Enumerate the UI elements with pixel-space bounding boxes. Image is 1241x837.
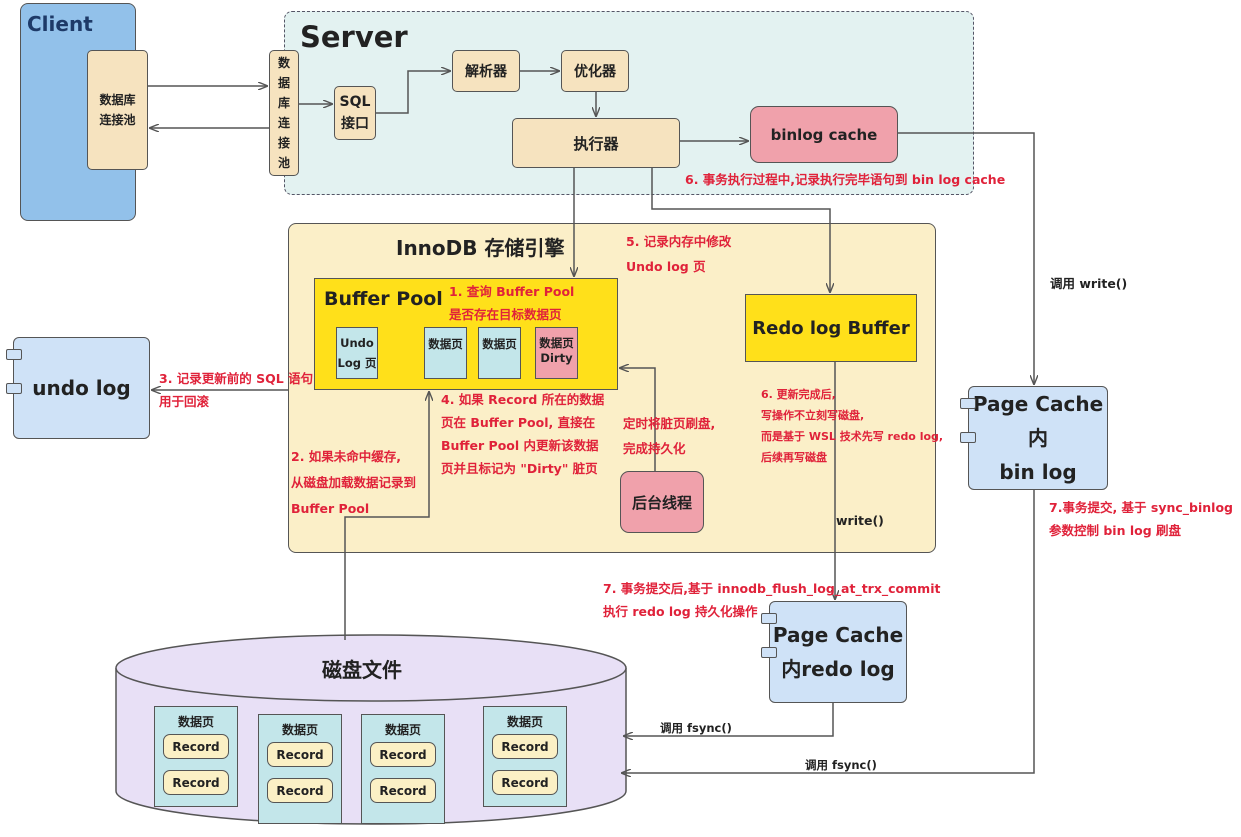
parser: 解析器 [452,50,520,92]
undo-log-tab-2 [6,383,22,394]
page-cache-binlog: Page Cache 内 bin log [968,386,1108,490]
undo-log-label: undo log [32,376,131,400]
record: Record [267,778,333,803]
disk-page-1: 数据页 Record Record [154,706,238,807]
binlog-cache: binlog cache [750,106,898,163]
annotation-step-2: 2. 如果未命中缓存, 从磁盘加载数据记录到 Buffer Pool [291,449,417,516]
client-connection-pool: 数据库 连接池 [87,50,148,170]
annotation-step-5: 5. 记录内存中修改 Undo log 页 [626,234,732,274]
sql-interface: SQL 接口 [334,86,376,140]
record: Record [267,742,333,767]
label-call-write-2: write() [836,513,884,528]
client-title: Client [27,12,93,36]
page-cache-binlog-tab-1 [960,398,976,409]
page-cache-redolog-tab-2 [761,647,777,658]
annotation-step-3: 3. 记录更新前的 SQL 语句 用于回滚 [159,371,314,409]
undo-log: undo log [13,337,150,439]
disk-page-4: 数据页 Record Record [483,706,567,807]
record: Record [163,770,229,795]
server-connection-pool: 数 据 库 连 接 池 [269,50,299,176]
buffer-pool-title: Buffer Pool [324,288,443,310]
annotation-step-1: 1. 查询 Buffer Pool 是否存在目标数据页 [449,284,575,322]
record: Record [492,770,558,795]
page-cache-binlog-tab-2 [960,432,976,443]
label-call-fsync-2: 调用 fsync() [805,758,877,772]
server-title: Server [300,20,408,54]
executor: 执行器 [512,118,680,168]
disk-page-2: 数据页 Record Record [258,714,342,824]
record: Record [163,734,229,759]
annotation-step-7a: 7. 事务提交后,基于 innodb_flush_log_at_trx_comm… [603,581,941,619]
annotation-step-6b: 6. 更新完成后, 写操作不立刻写磁盘, 而是基于 WSL 技术先写 redo … [761,388,944,464]
disk-page-title: 数据页 [177,715,214,729]
disk-page-title: 数据页 [281,723,318,737]
disk-title: 磁盘文件 [322,658,402,682]
label-call-fsync-1: 调用 fsync() [660,721,732,735]
record: Record [370,742,436,767]
buffer-dirty-page: 数据页 Dirty [535,327,578,379]
page-cache-redolog: Page Cache 内redo log [769,601,907,703]
optimizer: 优化器 [561,50,629,92]
annotation-flush: 定时将脏页刷盘, 完成持久化 [623,416,716,456]
annotation-step-7b: 7.事务提交, 基于 sync_binlog 参数控制 bin log 刷盘 [1049,500,1233,538]
undo-log-page: Undo Log 页 [336,327,378,379]
page-cache-redolog-tab-1 [761,613,777,624]
buffer-data-page-2: 数据页 [478,327,521,379]
annotation-step-6a: 6. 事务执行过程中,记录执行完毕语句到 bin log cache [685,172,1006,187]
label-call-write-1: 调用 write() [1050,276,1128,291]
redo-log-buffer: Redo log Buffer [745,294,917,362]
buffer-data-page-1: 数据页 [424,327,467,379]
record: Record [492,734,558,759]
record: Record [370,778,436,803]
background-thread: 后台线程 [620,471,704,533]
undo-log-tab-1 [6,349,22,360]
annotation-step-4: 4. 如果 Record 所在的数据 页在 Buffer Pool, 直接在 B… [441,392,605,476]
disk-page-3: 数据页 Record Record [361,714,445,824]
disk-page-title: 数据页 [506,715,543,729]
innodb-title: InnoDB 存储引擎 [396,236,565,260]
disk-page-title: 数据页 [384,723,421,737]
